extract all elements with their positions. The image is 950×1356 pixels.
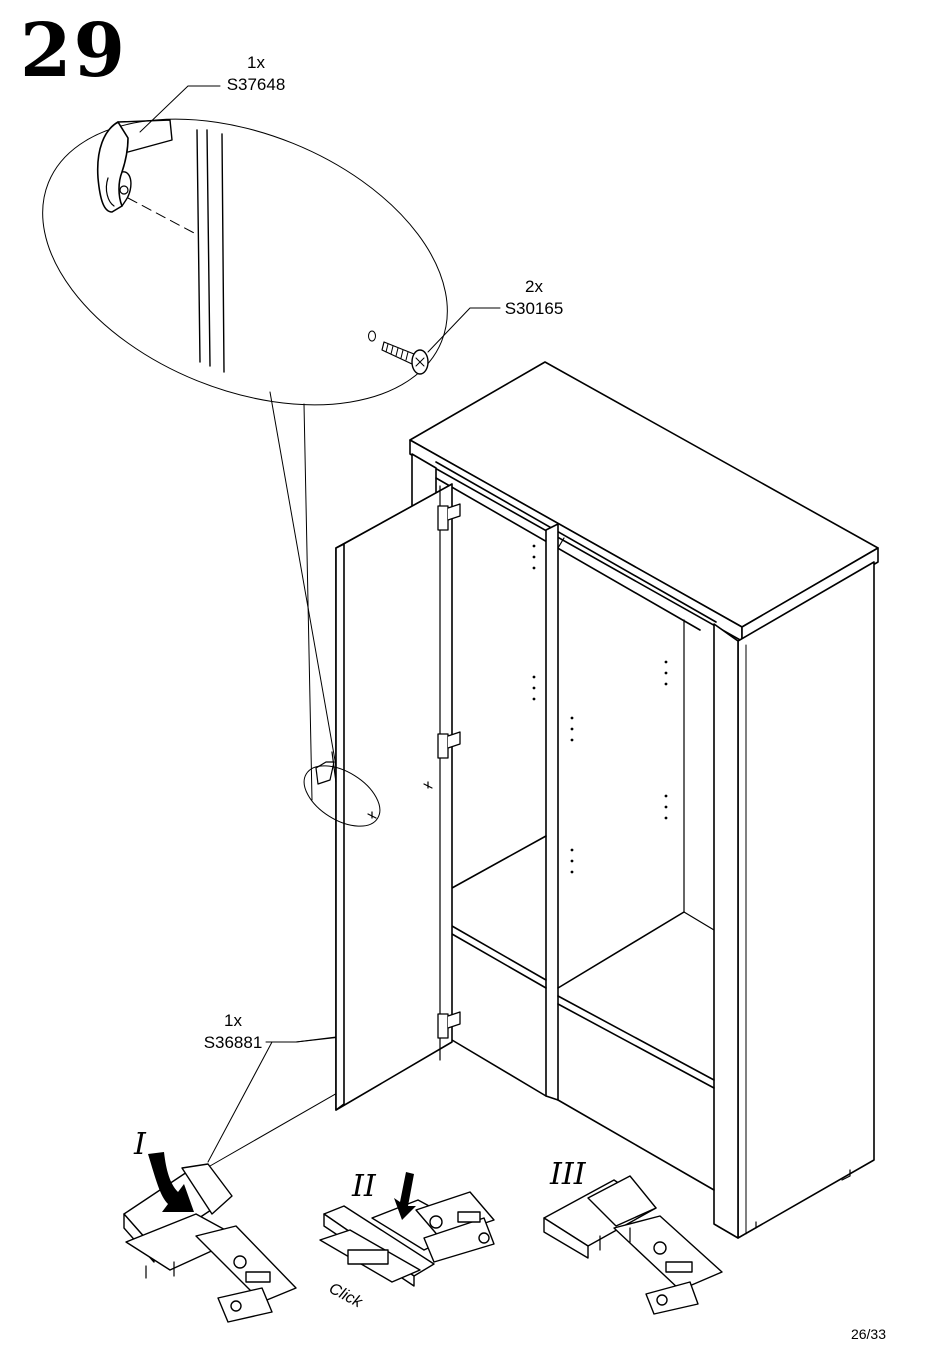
- door: [316, 484, 460, 1110]
- hinge-step-2-label: II: [352, 1172, 376, 1202]
- hinge-step-1: [124, 1152, 296, 1322]
- page-number: 26/33: [851, 1326, 886, 1342]
- hinge-step-2: [320, 1172, 494, 1286]
- handle-icon: [98, 120, 172, 212]
- handle-code: S37648: [216, 74, 296, 96]
- screws-qty: 2x: [494, 276, 574, 298]
- detail-zoom: [0, 64, 489, 460]
- hinge-callout: 1x S36881: [192, 1010, 274, 1054]
- hinge-step-1-label: I: [134, 1130, 146, 1160]
- hinge-step-3-label: III: [550, 1160, 586, 1190]
- screws-callout: 2x S30165: [494, 276, 574, 320]
- cabinet: [410, 362, 878, 1238]
- screw-icon: [369, 331, 429, 374]
- handle-callout: 1x S37648: [216, 52, 296, 96]
- hinge-step-3: [544, 1176, 722, 1314]
- hinge-qty: 1x: [192, 1010, 274, 1032]
- screws-code: S30165: [494, 298, 574, 320]
- handle-qty: 1x: [216, 52, 296, 74]
- hinge-code: S36881: [192, 1032, 274, 1054]
